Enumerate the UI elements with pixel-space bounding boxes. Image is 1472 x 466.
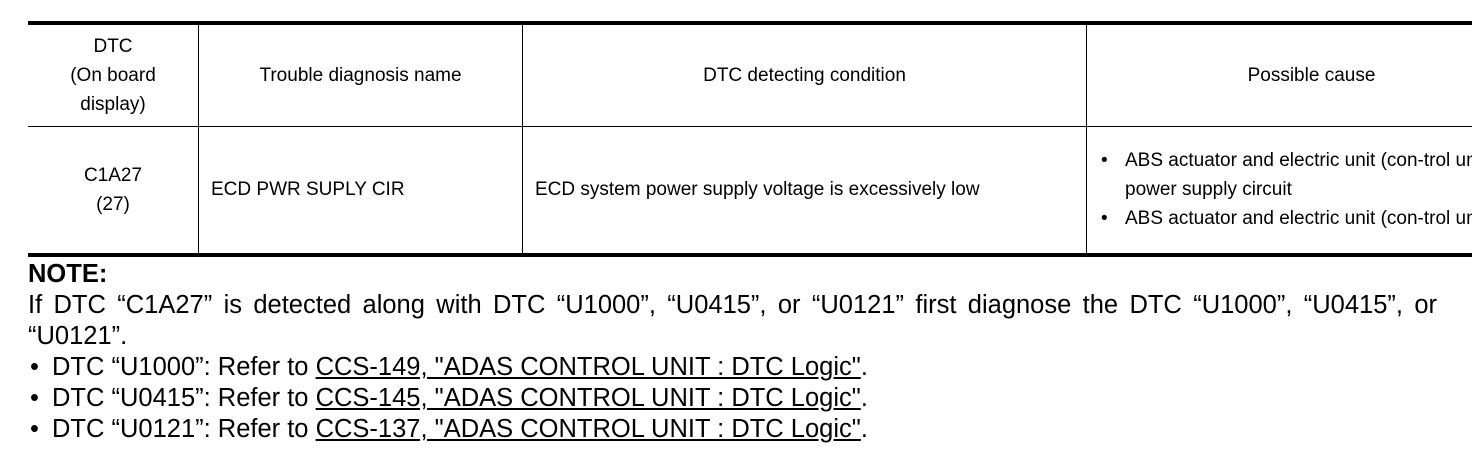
reference-list: • DTC “U1000”: Refer to CCS-149, "ADAS CO…: [28, 352, 1437, 445]
table-row: C1A27 (27) ECD PWR SUPLY CIR ECD system …: [28, 125, 1472, 257]
dtc-code: C1A27: [83, 164, 143, 186]
reference-link-ccs-145[interactable]: CCS-145, "ADAS CONTROL UNIT : DTC Logic": [315, 384, 861, 412]
note-text: If DTC “C1A27” is detected along with DT…: [28, 291, 1437, 350]
cell-possible-cause: • ABS actuator and electric unit (con-tro…: [1086, 125, 1472, 257]
reference-prefix: DTC “U1000”: Refer to: [52, 353, 316, 381]
dtc-table: DTC (On board display) Trouble diagnosis…: [28, 21, 1472, 257]
bullet-icon: •: [1101, 208, 1108, 230]
bullet-icon: •: [30, 415, 39, 443]
header-dtc-detecting-condition: DTC detecting condition: [522, 21, 1087, 127]
cell-detecting-condition: ECD system power supply voltage is exces…: [522, 125, 1087, 257]
possible-cause-text: ABS actuator and electric unit (con-trol…: [1125, 208, 1472, 230]
reference-suffix: .: [860, 353, 868, 381]
header-trouble-diagnosis-name: Trouble diagnosis name: [198, 21, 523, 127]
header-dtc: DTC (On board display): [28, 21, 199, 127]
reference-suffix: .: [860, 415, 868, 443]
list-item: • DTC “U1000”: Refer to CCS-149, "ADAS CO…: [28, 352, 1437, 383]
reference-prefix: DTC “U0415”: Refer to: [52, 384, 316, 412]
reference-prefix: DTC “U0121”: Refer to: [52, 415, 316, 443]
list-item: • DTC “U0415”: Refer to CCS-145, "ADAS CO…: [28, 383, 1437, 414]
possible-cause-text: ABS actuator and electric unit (con-trol…: [1125, 150, 1472, 201]
list-item: • ABS actuator and electric unit (con-tro…: [1099, 204, 1472, 233]
cell-dtc: C1A27 (27): [28, 125, 199, 257]
reference-link-ccs-137[interactable]: CCS-137, "ADAS CONTROL UNIT : DTC Logic": [315, 415, 861, 443]
list-item: • DTC “U0121”: Refer to CCS-137, "ADAS CO…: [28, 414, 1437, 445]
cell-diagnosis-name: ECD PWR SUPLY CIR: [198, 125, 523, 257]
dtc-display-code: (27): [96, 193, 130, 215]
bullet-icon: •: [1101, 150, 1108, 172]
note-heading: NOTE:: [28, 260, 108, 288]
bullet-icon: •: [30, 384, 39, 412]
reference-suffix: .: [860, 384, 868, 412]
reference-link-ccs-149[interactable]: CCS-149, "ADAS CONTROL UNIT : DTC Logic": [315, 353, 861, 381]
possible-cause-list: • ABS actuator and electric unit (con-tro…: [1099, 146, 1472, 233]
note-section: NOTE: If DTC “C1A27” is detected along w…: [28, 259, 1437, 445]
bullet-icon: •: [30, 353, 39, 381]
table-header-row: DTC (On board display) Trouble diagnosis…: [28, 21, 1472, 127]
header-possible-cause: Possible cause: [1086, 21, 1472, 127]
list-item: • ABS actuator and electric unit (con-tro…: [1099, 146, 1472, 204]
